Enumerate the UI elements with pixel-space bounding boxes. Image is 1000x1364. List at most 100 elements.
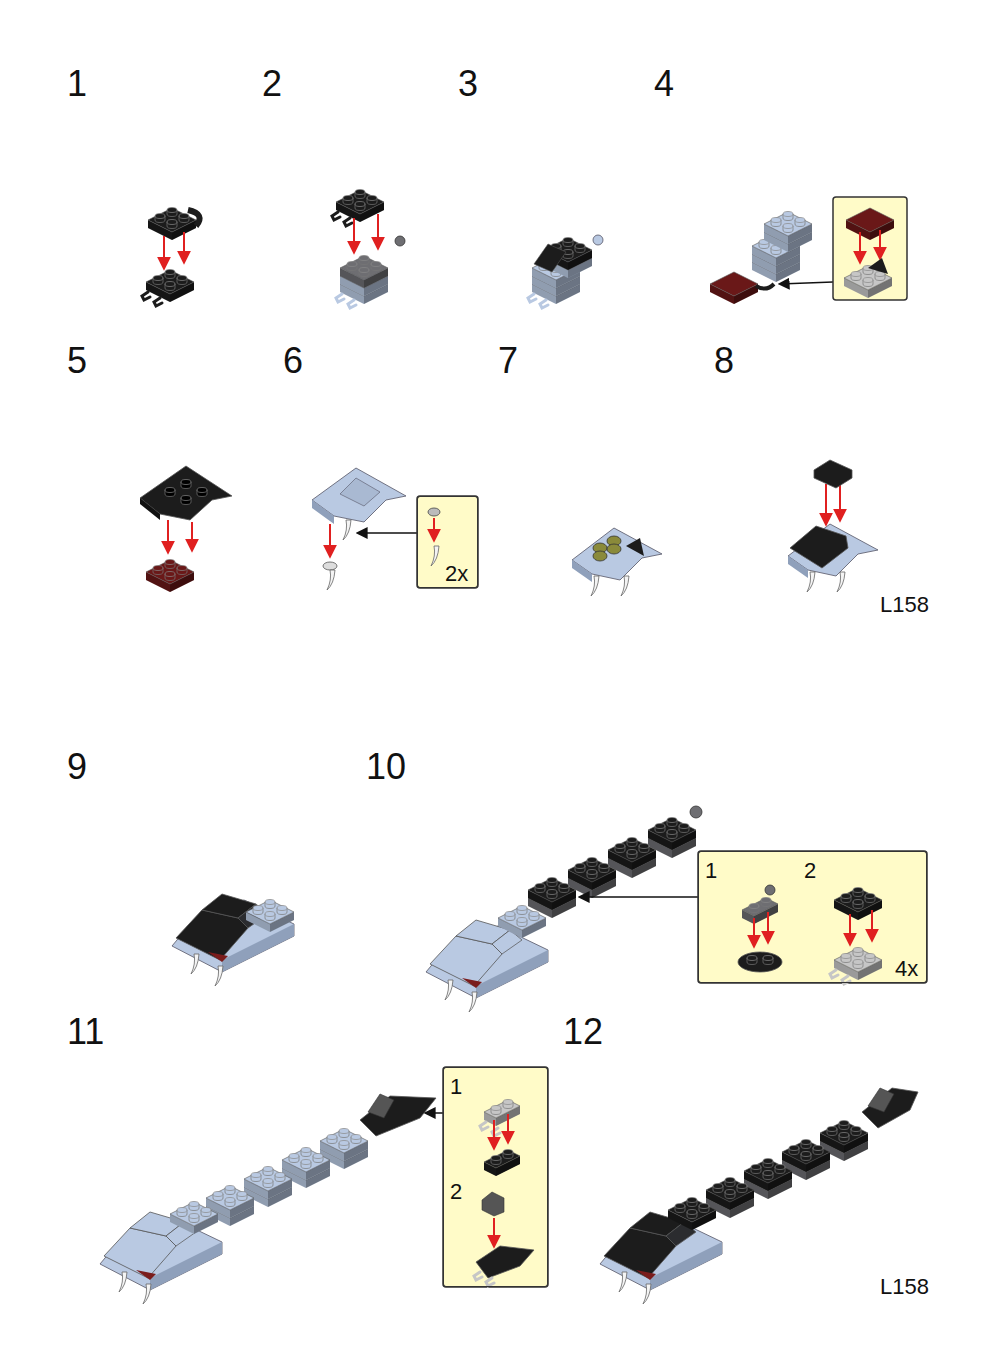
step-number: 2 <box>262 66 282 102</box>
assembly-arrow <box>767 912 769 942</box>
substep-number: 1 <box>450 1076 462 1098</box>
brick-shape <box>323 562 337 570</box>
assembly-arrow <box>849 914 851 944</box>
brick-shape <box>395 236 405 246</box>
assembly-arrow <box>377 214 379 248</box>
substep-number: 2 <box>450 1181 462 1203</box>
step-11-model <box>100 1067 548 1304</box>
brick-shape <box>607 544 621 554</box>
step-5-model <box>140 466 232 592</box>
brick-shape <box>534 244 566 272</box>
step-1-model <box>142 208 200 307</box>
brick-shape <box>862 1088 918 1128</box>
brick-shape <box>197 488 207 497</box>
step-number: 5 <box>67 343 87 379</box>
brick-shape <box>765 885 775 895</box>
step-2-model <box>332 190 405 309</box>
brick-shape <box>830 970 850 984</box>
brick-shape <box>428 508 440 516</box>
brick-shape <box>170 1202 218 1235</box>
callout-ground <box>833 197 907 300</box>
step-number: 4 <box>654 66 674 102</box>
step-number: 7 <box>498 343 518 379</box>
brick-shape <box>165 488 175 497</box>
brick-shape <box>744 1159 792 1192</box>
quantity-label: 4x <box>895 958 918 980</box>
brick-shape <box>140 466 232 520</box>
brick-shape <box>484 1100 520 1127</box>
brick-shape <box>600 1212 722 1304</box>
brick-shape <box>482 1192 504 1216</box>
brick-shape <box>790 526 848 568</box>
brick-shape <box>626 538 644 556</box>
brick-shape <box>282 1148 330 1181</box>
brick-shape <box>484 1150 520 1177</box>
step-6-model <box>312 468 478 590</box>
step-10-model <box>426 806 927 1012</box>
step-number: 8 <box>714 343 734 379</box>
quantity-label: 2x <box>445 563 468 585</box>
assembly-arrow <box>871 910 873 940</box>
brick-shape <box>343 520 351 540</box>
substep-number: 2 <box>804 860 816 882</box>
step-number: 12 <box>563 1014 603 1050</box>
brick-shape <box>181 496 191 505</box>
brick-shape <box>868 1088 894 1112</box>
step-3-model <box>528 235 603 308</box>
brick-shape <box>747 956 757 965</box>
brick-shape <box>336 190 384 223</box>
brick-shape <box>332 212 352 226</box>
brick-shape <box>837 572 845 592</box>
brick-shape <box>431 546 439 566</box>
step-number: 6 <box>283 343 303 379</box>
brick-shape <box>591 576 599 596</box>
callout-box: 2x <box>417 496 478 588</box>
brick-shape <box>172 894 294 986</box>
assembly-arrow <box>433 518 435 540</box>
brick-shape <box>528 878 576 911</box>
brick-shape <box>476 1246 534 1278</box>
brick-shape <box>763 956 773 965</box>
brick-shape <box>648 818 696 851</box>
brick-shape <box>814 460 852 488</box>
brick-shape <box>868 258 888 274</box>
step-number: 10 <box>366 749 406 785</box>
assembly-arrow <box>507 1114 509 1142</box>
brick-shape <box>528 294 548 308</box>
assembly-arrow <box>493 1120 495 1148</box>
callout-box: 12 <box>443 1067 548 1287</box>
brick-shape <box>336 294 356 308</box>
brick-shape <box>568 858 616 891</box>
brick-shape <box>146 560 194 593</box>
brick-shape <box>834 888 882 921</box>
brick-shape <box>690 806 702 818</box>
brick-shape <box>142 292 162 306</box>
brick-shape <box>327 570 335 590</box>
brick-shape <box>140 498 160 520</box>
callout-ground <box>443 1067 548 1287</box>
brick-shape <box>244 1167 292 1200</box>
assembly-arrow <box>879 230 881 258</box>
brick-shape <box>312 500 334 524</box>
brick-shape <box>593 551 607 561</box>
brick-shape <box>340 478 380 506</box>
brick-shape <box>621 576 629 596</box>
brick-shape <box>181 480 191 489</box>
step-number: 3 <box>458 66 478 102</box>
assembly-arrow <box>167 520 169 552</box>
brick-shape <box>738 952 782 972</box>
brick-shape <box>742 898 778 925</box>
brick-shape <box>834 948 882 981</box>
brick-shape <box>710 272 758 304</box>
step-number: 9 <box>67 749 87 785</box>
brick-shape <box>360 1096 436 1136</box>
callout-box: 124x <box>698 851 927 983</box>
assembly-arrow <box>329 524 331 556</box>
step-number: 1 <box>67 66 87 102</box>
page-code: L158 <box>880 1276 929 1298</box>
brick-shape <box>188 210 200 226</box>
step-12-model <box>600 1088 918 1304</box>
brick-shape <box>756 284 774 289</box>
